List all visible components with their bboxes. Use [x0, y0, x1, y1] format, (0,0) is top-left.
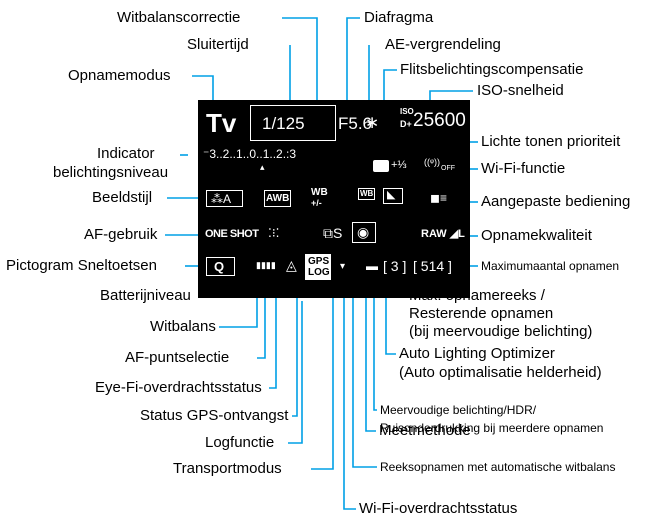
leader-witbalanscorrectie — [282, 17, 318, 132]
drive-mode-icon: ⧉S — [323, 225, 343, 241]
label-alo-2: (Auto optimalisatie helderheid) — [399, 364, 602, 381]
wifi-icon: ((ᵠ)) — [424, 157, 440, 167]
af-point-icon: ⁚⁝⁚ — [268, 226, 280, 240]
wb-correction-icon: WB — [311, 187, 328, 198]
iso-value: 25600 — [413, 110, 466, 131]
ae-lock-icon: ∗ — [365, 113, 380, 132]
eye-fi-icon: ◬ — [286, 257, 297, 273]
iso-icon: ISO — [400, 107, 414, 116]
label-flitsbelichtingscompensatie: Flitsbelichtingscompensatie — [400, 61, 584, 78]
af-operation: ONE SHOT — [205, 228, 259, 240]
shots-remaining: [ 514 ] — [413, 258, 452, 274]
custom-controls-icon: ◼≡ — [430, 191, 447, 205]
label-meervoudig-2: Ruisonderdrukking bij meerdere opnamen — [380, 421, 604, 435]
exposure-scale: ⁻3..2..1..0..1..2.:3 — [203, 147, 297, 161]
label-indicator-2: belichtingsniveau — [53, 164, 169, 181]
leader-opnamemodus — [192, 75, 214, 100]
leader-meervoudig — [373, 280, 377, 411]
quick-control-box — [206, 257, 235, 276]
label-ae-vergrendeling: AE-vergrendeling — [385, 36, 501, 53]
label-meetmethode: Meetmethode — [379, 422, 471, 439]
wifi-off-label: OFF — [441, 165, 455, 172]
leader-logfunctie — [288, 301, 303, 444]
label-pictogram-sneltoetsen: Pictogram Sneltoetsen — [6, 257, 157, 274]
white-balance-icon: AWB — [266, 193, 290, 204]
leader-gps-status — [292, 296, 298, 417]
label-opnamekwaliteit: Opnamekwaliteit — [481, 227, 592, 244]
label-witbalans: Witbalans — [150, 318, 216, 335]
leader-alo — [385, 280, 396, 355]
label-max-opnamen: Maximumaantal opnamen — [481, 259, 620, 273]
label-batterijniveau: Batterijniveau — [100, 287, 191, 304]
battery-icon: ▮▮▮▮ — [256, 260, 276, 270]
white-balance-box — [264, 190, 291, 207]
label-transportmodus: Transportmodus — [173, 460, 282, 477]
leader-flitsbelichting — [383, 69, 397, 100]
leader-meetmethode — [365, 280, 376, 432]
label-iso-snelheid: ISO-snelheid — [477, 82, 564, 99]
label-eye-fi: Eye-Fi-overdrachtsstatus — [95, 379, 262, 396]
label-reeksopnamen: Reeksopnamen met automatische witbalans — [380, 460, 616, 474]
leader-diafragma — [346, 17, 360, 100]
label-meervoudig-1: Meervoudige belichting/HDR/ — [380, 403, 537, 417]
shutter-box — [250, 105, 336, 141]
leader-iso — [429, 90, 473, 100]
label-af-gebruik: AF-gebruik — [84, 226, 158, 243]
leader-eye-fi — [269, 280, 277, 389]
gps-signal-icon: ▾ — [340, 261, 346, 272]
max-burst: [ 3 ] — [383, 258, 407, 274]
wb-correction-sub: +/- — [311, 198, 322, 208]
label-wifi-functie: Wi-Fi-functie — [481, 160, 566, 177]
label-diafragma: Diafragma — [364, 9, 434, 26]
leader-transportmodus — [311, 247, 334, 470]
shooting-mode: Tv — [206, 108, 237, 138]
label-max-reeks-3: (bij meervoudige belichting) — [409, 323, 593, 340]
wb-bracketing-icon: WB — [358, 188, 376, 200]
gps-label: GPS — [308, 256, 330, 267]
label-witbalanscorrectie: Witbalanscorrectie — [117, 9, 241, 26]
shutter-speed: 1/125 — [262, 114, 305, 133]
metering-icon: ◉ — [357, 224, 370, 240]
label-aangepaste-bediening: Aangepaste bediening — [481, 193, 631, 210]
label-beeldstijl: Beeldstijl — [92, 189, 153, 206]
label-opnamemodus: Opnamemodus — [68, 67, 171, 84]
highlight-tone-icon: D+ — [400, 119, 412, 129]
flash-comp-value: +⅓ — [391, 159, 407, 171]
gps-box — [305, 254, 331, 280]
gps-log-label: LOG — [308, 267, 330, 278]
label-wifi-overdracht: Wi-Fi-overdrachtsstatus — [359, 500, 518, 517]
picture-style-box — [206, 190, 243, 207]
label-af-puntselectie: AF-puntselectie — [125, 349, 230, 366]
label-status-gps: Status GPS-ontvangst — [140, 407, 289, 424]
label-indicator-1: Indicator — [97, 145, 155, 162]
label-max-reeks-1: Max. opnamereeks / — [409, 287, 545, 304]
label-max-reeks-2: Resterende opnamen — [409, 305, 554, 322]
label-alo-1: Auto Lighting Optimizer — [399, 345, 555, 362]
card-icon: ▬ — [366, 259, 378, 273]
metering-box — [352, 222, 376, 243]
label-logfunctie: Logfunctie — [205, 434, 275, 451]
leader-wifi-overdracht — [343, 276, 356, 510]
label-lichte-tonen: Lichte tonen prioriteit — [481, 133, 621, 150]
multi-shot-icon: ◣ — [387, 189, 396, 201]
camera-mode-box — [383, 188, 403, 204]
label-sluitertijd: Sluitertijd — [187, 36, 249, 53]
image-quality: RAW ◢L — [421, 228, 465, 240]
flash-comp-icon — [373, 160, 389, 172]
leader-reeksopnamen — [352, 280, 377, 468]
exposure-marker-icon: ▴ — [260, 162, 265, 172]
aperture: F5.6 — [338, 114, 373, 133]
quick-control-icon: Q — [214, 259, 225, 274]
camera-screen: Tv 1/125 F5.6 ∗ ISO D+ 25600 ⁻3..2..1..0… — [198, 100, 470, 298]
picture-style-icon: ⁂A — [211, 192, 232, 206]
